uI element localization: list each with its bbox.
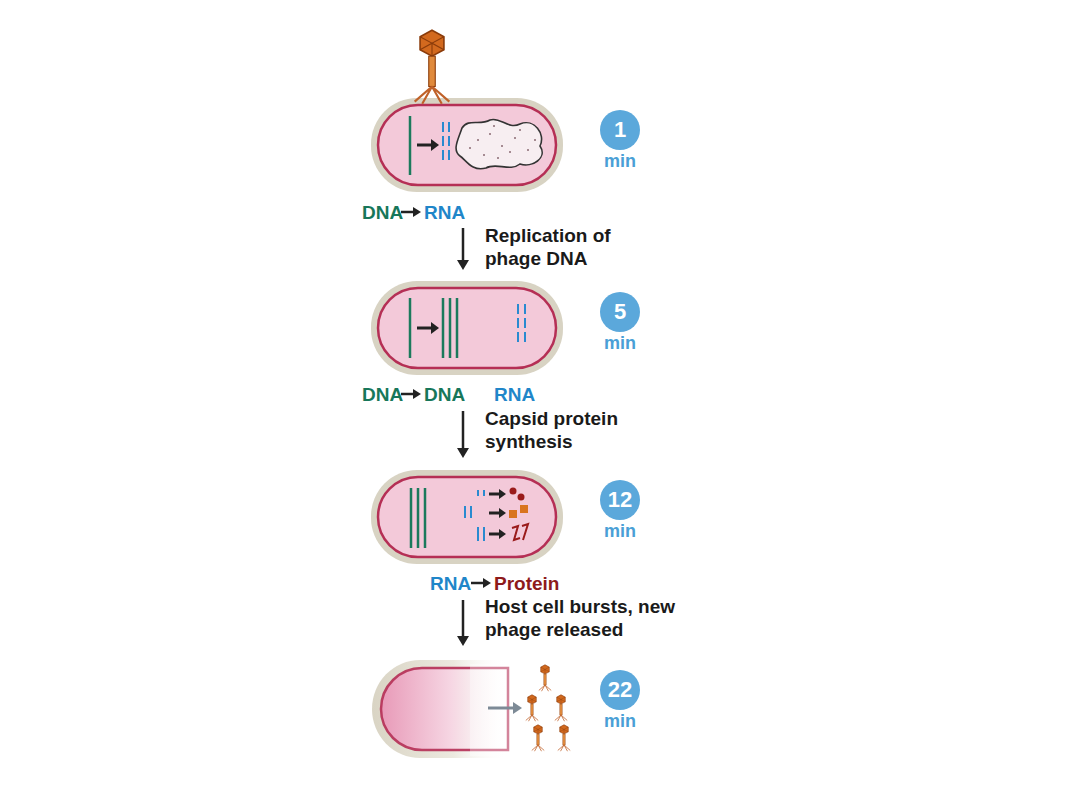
time-unit: min xyxy=(590,333,650,353)
time-badge: 22min xyxy=(590,670,650,731)
time-number: 12 xyxy=(600,480,640,520)
time-unit: min xyxy=(590,711,650,731)
time-badge: 5min xyxy=(590,292,650,353)
time-unit: min xyxy=(590,521,650,541)
time-unit: min xyxy=(590,151,650,171)
molecule-label: DNA xyxy=(362,383,403,406)
time-number: 5 xyxy=(600,292,640,332)
time-number: 1 xyxy=(600,110,640,150)
molecule-label: DNA xyxy=(362,201,403,224)
time-number: 22 xyxy=(600,670,640,710)
molecule-label: RNA xyxy=(424,201,465,224)
molecule-label: RNA xyxy=(494,383,535,406)
step-label: Capsid protein synthesis xyxy=(485,407,645,453)
molecule-label: DNA xyxy=(424,383,465,406)
time-badge: 12min xyxy=(590,480,650,541)
molecule-label: Protein xyxy=(494,572,559,595)
step-label: Host cell bursts, new phage released xyxy=(485,595,700,641)
molecule-label: RNA xyxy=(430,572,471,595)
time-badge: 1min xyxy=(590,110,650,171)
step-label: Replication of phage DNA xyxy=(485,224,655,270)
